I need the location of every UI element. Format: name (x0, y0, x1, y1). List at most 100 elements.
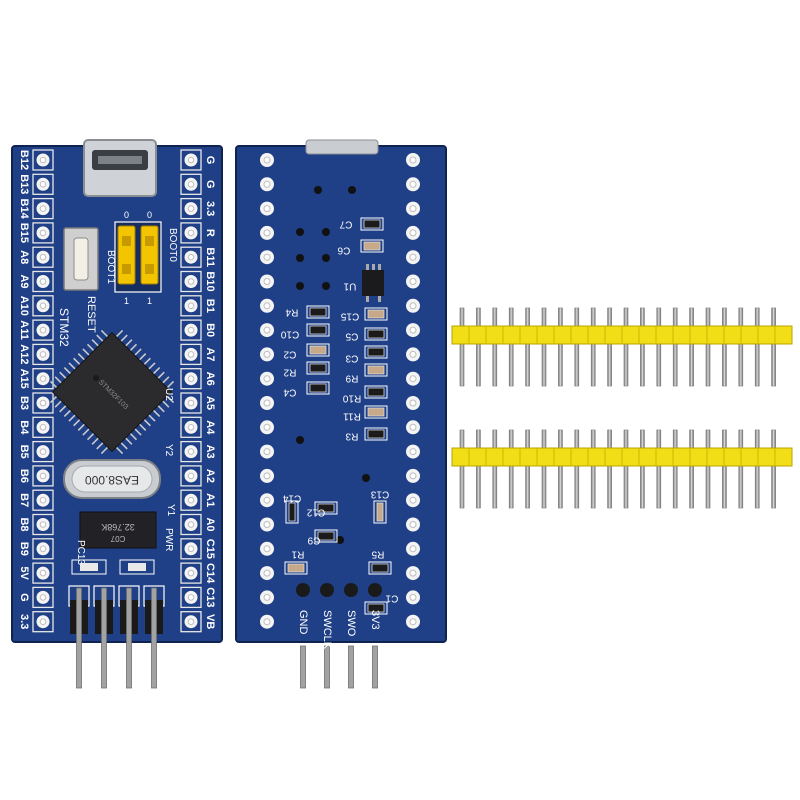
front-debug-pin-3 (126, 587, 132, 689)
component-label: C12 (306, 506, 325, 517)
front-left-pad-10 (32, 368, 54, 390)
component-label: C3 (345, 352, 358, 363)
rtc-crystal-label: 32.768K (101, 522, 135, 532)
smd-part (309, 325, 327, 335)
front-right-pin-label-5: B11 (204, 247, 216, 267)
debug-pin-swo: SWO (345, 610, 357, 637)
front-right-pad-2 (180, 173, 202, 195)
front-right-pad-14 (180, 465, 202, 487)
component-label: R9 (345, 372, 358, 383)
back-vias (296, 186, 370, 544)
back-debug-pin-1 (300, 645, 306, 689)
smd-part (317, 503, 335, 513)
front-debug-pin-4 (151, 587, 157, 689)
front-right-pad-8 (180, 319, 202, 341)
boot1-label: BOOT1 (105, 250, 116, 284)
component-label: C7 (339, 218, 352, 229)
front-left-pad-13 (32, 440, 54, 463)
back-debug-header (296, 583, 382, 689)
front-debug-pin-2 (101, 587, 107, 689)
smd-part (367, 365, 385, 375)
front-right-pad-7 (180, 295, 202, 317)
front-left-pad-18 (32, 562, 54, 584)
front-left-pin-labels: B12B13B14B15A8A9A10A11A12A15B3B4B5B6B7B8… (18, 150, 30, 629)
leds (71, 559, 155, 575)
front-left-pin-label-13: B5 (18, 445, 30, 459)
front-left-pad-17 (32, 538, 54, 560)
back-left-pin-column (260, 153, 274, 629)
front-left-pin-label-19: G (18, 593, 30, 602)
front-right-pad-19 (180, 586, 202, 609)
debug-pin-3v3: 3V3 (369, 610, 381, 630)
front-left-pin-label-16: B8 (18, 517, 30, 531)
front-right-pad-13 (180, 440, 202, 463)
front-left-pin-label-7: A10 (18, 296, 30, 316)
reset-label: RESET (85, 296, 97, 333)
back-debug-pin-2 (324, 645, 330, 689)
front-left-pad-14 (32, 465, 54, 487)
main-crystal (63, 459, 161, 499)
front-right-pad-3 (180, 197, 202, 220)
front-right-pin-label-7: B1 (204, 299, 216, 313)
boot-jumpers (114, 221, 162, 293)
smd-part (363, 241, 381, 251)
back-right-pin-column (406, 153, 420, 629)
component-label: R1 (291, 548, 304, 559)
u1-regulator (362, 264, 384, 302)
front-left-pin-label-12: B4 (18, 420, 30, 435)
debug-pin-gnd: GND (297, 610, 309, 635)
smd-part (363, 219, 381, 229)
component-label: R11 (343, 410, 361, 421)
front-right-pad-5 (180, 246, 202, 268)
smd-part (288, 502, 296, 522)
front-left-pin-label-11: B3 (18, 396, 30, 410)
front-debug-pin-1 (76, 587, 82, 689)
front-left-pin-label-1: B12 (18, 150, 30, 170)
front-left-pad-19 (32, 586, 54, 609)
back-debug-pin-4 (372, 645, 378, 689)
component-label: U1 (343, 280, 356, 291)
component-label: C5 (345, 330, 358, 341)
front-left-pin-column (32, 149, 54, 633)
front-left-pin-label-18: 5V (18, 566, 30, 580)
pin-headers (451, 307, 793, 509)
front-left-pad-7 (32, 295, 54, 317)
pin-header-bottom (451, 429, 793, 509)
component-label: C10 (280, 328, 299, 339)
crystal-label: EAS8.000 (85, 473, 139, 487)
front-left-pad-11 (32, 392, 54, 414)
front-left-pin-label-5: A8 (18, 250, 30, 264)
front-left-pad-1 (32, 149, 54, 171)
front-right-pad-20 (180, 611, 202, 633)
boot0-label: BOOT0 (167, 228, 178, 262)
front-right-pin-label-4: R (204, 229, 216, 237)
front-left-pin-label-15: B7 (18, 493, 30, 507)
front-right-pad-17 (180, 538, 202, 560)
pin-header-top (451, 307, 793, 387)
front-right-pin-label-17: C15 (204, 539, 216, 559)
front-right-pad-4 (180, 222, 202, 244)
front-left-pin-label-4: B15 (18, 223, 30, 243)
component-label: R4 (285, 306, 298, 317)
front-left-pad-2 (32, 173, 54, 195)
front-left-pin-label-17: B9 (18, 542, 30, 556)
jumper-mark-top-1: 0 (124, 210, 129, 220)
back-debug-pin-3 (348, 645, 354, 689)
front-left-pad-15 (32, 489, 54, 511)
component-label: C15 (340, 310, 359, 321)
front-right-pin-label-14: A2 (204, 469, 216, 483)
smd-part (367, 309, 385, 319)
smd-part (367, 329, 385, 339)
component-label: R5 (371, 548, 384, 559)
front-right-pad-9 (180, 343, 202, 366)
rtc-crystal-sub: C07 (110, 534, 125, 543)
smd-part (367, 407, 385, 417)
front-right-pad-6 (180, 270, 202, 293)
front-right-pin-label-10: A6 (204, 372, 216, 386)
micro-usb-connector (83, 139, 157, 197)
front-right-pin-label-1: G (204, 156, 216, 165)
front-left-pin-label-10: A15 (18, 369, 30, 389)
front-right-pin-label-15: A1 (204, 493, 216, 507)
smd-part (309, 363, 327, 373)
